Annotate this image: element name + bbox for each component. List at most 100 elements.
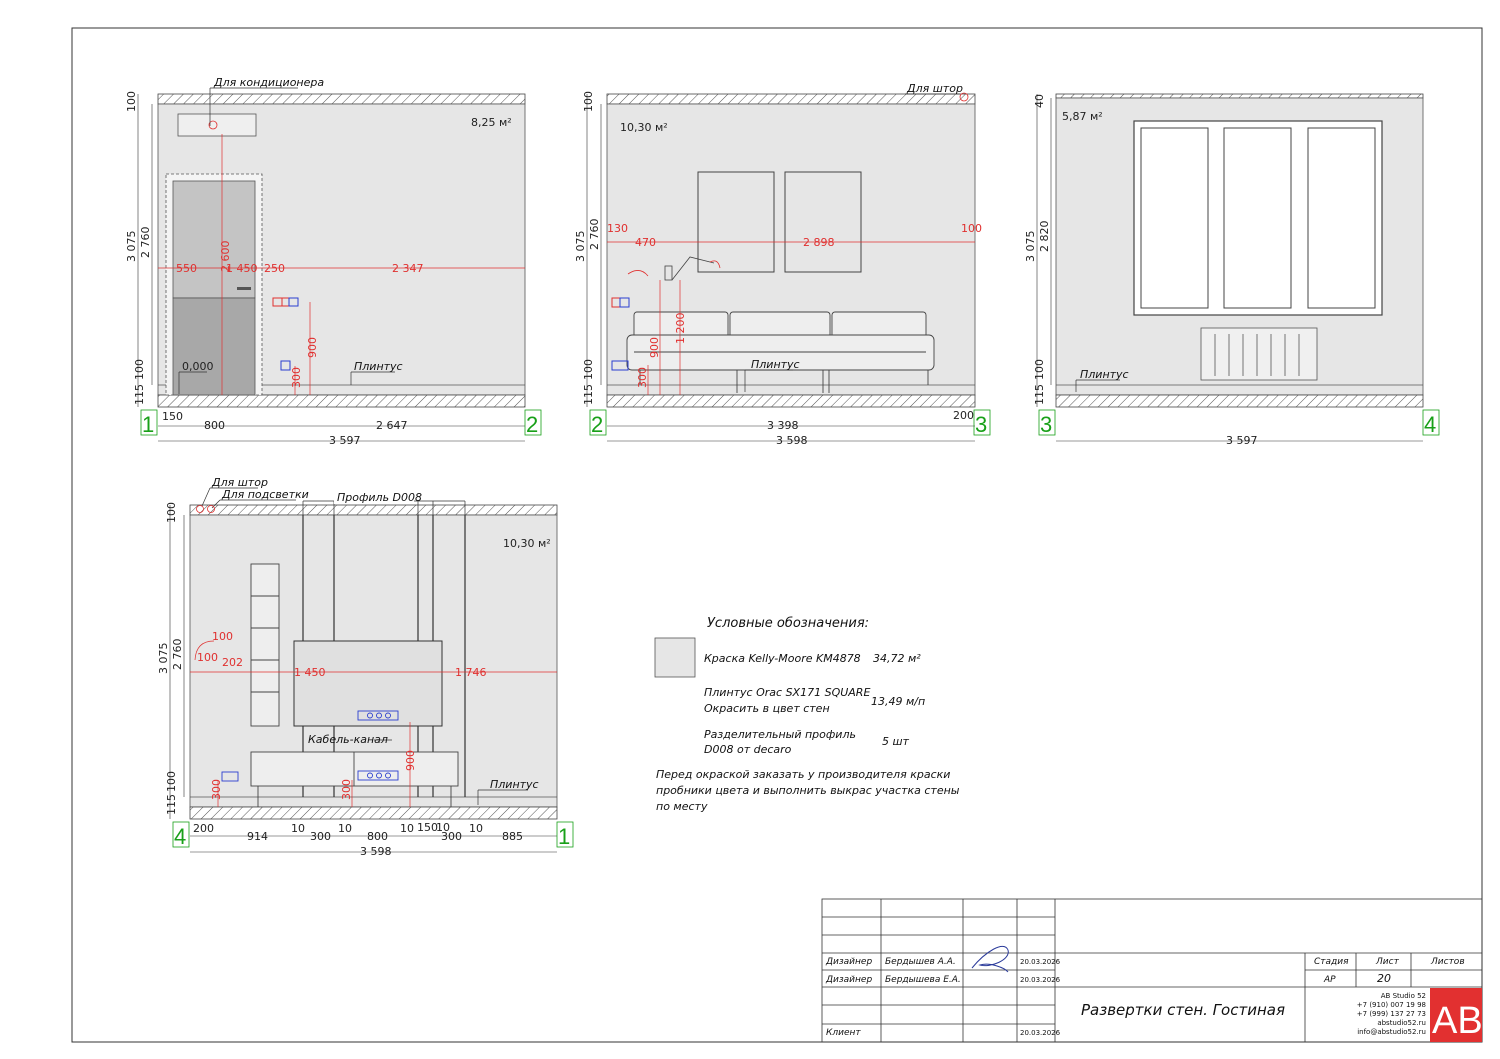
axis-marker-right: 1	[558, 824, 570, 849]
elevation-4: 100 100 202 1 450 1 746 900 300 300 10,3…	[157, 476, 574, 858]
studio-line: info@abstudio52.ru	[1357, 1028, 1426, 1036]
vdim-plinth: 100	[165, 771, 178, 792]
vdim-plinth: 100	[1033, 359, 1046, 380]
axis-marker-left: 3	[1040, 412, 1052, 437]
picture-frame-left	[697, 171, 775, 273]
vdim-plinth: 100	[582, 359, 595, 380]
legend-title: Условные обозначения:	[707, 616, 869, 631]
label-profile: Профиль D008	[337, 491, 422, 504]
legend-item-2-line2: Окрасить в цвет стен	[704, 702, 830, 715]
label-backlight: Для подсветки	[221, 488, 309, 501]
vdim-floor: 115	[165, 794, 178, 815]
hdim-10: 10	[400, 822, 414, 835]
floor-slab	[189, 806, 558, 820]
dim-red-550: 550	[176, 262, 197, 275]
tb-date: 20.03.2026	[1020, 976, 1061, 984]
tb-header-sheets: Листов	[1430, 957, 1465, 967]
tb-header-sheet: Лист	[1375, 957, 1400, 967]
wall-area: 10,30 м²	[503, 537, 551, 550]
axis-marker-right: 2	[526, 412, 538, 437]
label-curtain: Для штор	[906, 82, 963, 95]
vdim-total: 3 075	[1024, 231, 1037, 263]
ceiling-slab	[157, 93, 526, 105]
label-plinth: Плинтус	[490, 778, 539, 791]
vdim-floor: 115	[582, 384, 595, 405]
door-leaf-upper	[172, 180, 256, 299]
axis-marker-left: 2	[591, 412, 603, 437]
wall-lamp	[671, 256, 715, 281]
vdim-inner: 2 760	[588, 219, 601, 251]
dim-red-300-left: 300	[210, 779, 223, 800]
dim-red-300: 300	[290, 367, 303, 388]
note-line: пробники цвета и выполнить выкрас участк…	[656, 784, 960, 797]
dim-red-1450: 1 450	[226, 262, 258, 275]
drawing-title: Развертки стен. Гостиная	[1081, 1001, 1285, 1019]
tb-sheet-value: 20	[1377, 972, 1391, 985]
shelf-unit	[250, 563, 280, 727]
hdim-10: 10	[436, 821, 450, 834]
label-plinth: Плинтус	[354, 360, 403, 373]
dim-red-300-mid: 300	[340, 779, 353, 800]
hdim-10: 10	[291, 822, 305, 835]
hdim-total: 3 597	[1226, 434, 1258, 447]
window-pane-middle	[1223, 127, 1292, 309]
wall-area: 10,30 м²	[620, 121, 668, 134]
legend-item-2-value: 13,49 м/п	[871, 695, 925, 708]
label-cable-channel: Кабель-канал	[308, 733, 388, 746]
socket-blue	[619, 297, 630, 308]
window-pane-right	[1307, 127, 1376, 309]
label-plinth: Плинтус	[751, 358, 800, 371]
hdim-914: 914	[247, 830, 268, 843]
note-line: по месту	[656, 800, 708, 813]
hdim-150: 150	[417, 821, 438, 834]
vdim-plinth: 100	[133, 359, 146, 380]
dim-red-900: 900	[404, 750, 417, 771]
wall-area: 8,25 м²	[471, 116, 512, 129]
axis-marker-right: 4	[1424, 412, 1436, 437]
ceiling-slab	[1055, 93, 1424, 99]
vdim-total: 3 075	[157, 643, 170, 675]
tb-stage-value: АР	[1323, 975, 1336, 985]
hdim-885: 885	[502, 830, 523, 843]
dim-red-100-top: 100	[212, 630, 233, 643]
vdim-top: 100	[165, 502, 178, 523]
picture-frame-right	[784, 171, 862, 273]
hdim-10: 10	[338, 822, 352, 835]
tb-header-stage: Стадия	[1314, 957, 1349, 967]
label-air-conditioner: Для кондиционера	[213, 76, 324, 89]
hdim-300: 300	[310, 830, 331, 843]
window-pane-left	[1140, 127, 1209, 309]
sheet-frame	[71, 27, 1483, 1043]
dim-red-470: 470	[635, 236, 656, 249]
tb-role: Клиент	[826, 1028, 861, 1038]
studio-line: +7 (999) 137 27 73	[1357, 1010, 1426, 1018]
hdim-3398: 3 398	[767, 419, 799, 432]
dim-red-1200: 1 200	[674, 313, 687, 345]
vdim-floor: 115	[1033, 384, 1046, 405]
floor-slab	[1055, 394, 1424, 408]
dim-red-900: 900	[648, 337, 661, 358]
label-plinth: Плинтус	[1080, 368, 1129, 381]
signature	[971, 945, 1009, 973]
hdim-10: 10	[469, 822, 483, 835]
socket-block-lower	[357, 770, 399, 781]
hdim-800: 800	[367, 830, 388, 843]
hdim-2647: 2 647	[376, 419, 408, 432]
dim-red-900: 900	[306, 337, 319, 358]
studio-line: +7 (910) 007 19 98	[1357, 1001, 1426, 1009]
vdim-top: 40	[1033, 94, 1046, 108]
legend-item-1: Краска Kelly-Moore KM4878	[704, 652, 861, 665]
axis-marker-right: 3	[975, 412, 987, 437]
tb-name: Бердышев А.А.	[885, 957, 956, 967]
vdim-total: 3 075	[574, 231, 587, 263]
axis-marker-left: 4	[174, 824, 186, 849]
socket-blue-low	[611, 360, 629, 371]
legend-swatch-paint	[654, 637, 696, 678]
vdim-total: 3 075	[125, 231, 138, 263]
vdim-floor: 115	[133, 384, 146, 405]
vdim-top: 100	[125, 91, 138, 112]
title-block	[821, 898, 1483, 1043]
dim-red-300: 300	[636, 367, 649, 388]
studio-line: abstudio52.ru	[1377, 1019, 1426, 1027]
dim-red-door-height: 2 600	[219, 241, 232, 273]
